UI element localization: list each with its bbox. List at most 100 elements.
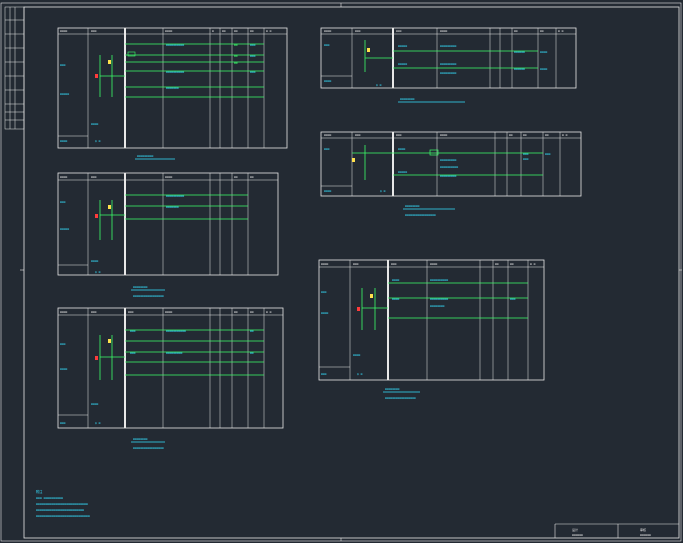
svg-text:▬ ▬: ▬ ▬ — [266, 29, 272, 33]
svg-text:▬▬▬: ▬▬▬ — [130, 329, 136, 333]
panel-schedule-a: ▬▬▬▬▬▬▬▬▬▬▬▬▬▬▬▬▬▬▬ ▬ ▬▬▬▬▬▬▬▬▬▬▬▬▬▬▬▬▬▬… — [57, 27, 288, 160]
svg-text:▬▬: ▬▬ — [540, 29, 544, 33]
panel-schedule-e: ▬▬▬▬▬▬▬▬▬▬▬▬▬▬▬▬▬▬▬▬▬ ▬ ▬▬▬▬▬▬▬▬▬▬▬▬▬▬▬▬… — [320, 131, 582, 217]
svg-text:▬▬▬▬: ▬▬▬▬ — [60, 29, 67, 33]
svg-text:▬▬▬▬▬▬▬▬: ▬▬▬▬▬▬▬▬ — [133, 437, 148, 441]
svg-text:▬▬▬▬▬▬▬▬▬▬▬▬▬▬▬▬▬▬▬▬▬▬▬▬▬▬▬▬: ▬▬▬▬▬▬▬▬▬▬▬▬▬▬▬▬▬▬▬▬▬▬▬▬▬▬▬▬ — [36, 514, 90, 518]
svg-text:▬▬▬▬: ▬▬▬▬ — [392, 297, 399, 301]
svg-text:▬▬▬▬▬▬▬▬▬▬▬▬▬▬▬▬▬: ▬▬▬▬▬▬▬▬▬▬▬▬▬▬▬▬▬ — [385, 396, 416, 400]
title-cell-1: 设计 — [572, 527, 578, 532]
svg-text:▬▬: ▬▬ — [250, 351, 254, 355]
svg-text:▬ ▬: ▬ ▬ — [530, 262, 536, 266]
svg-text:▬▬▬: ▬▬▬ — [250, 70, 256, 74]
svg-text:▬▬▬: ▬▬▬ — [60, 421, 66, 425]
svg-text:▬▬▬▬▬▬▬▬▬: ▬▬▬▬▬▬▬▬▬ — [440, 174, 456, 178]
svg-text:▬▬▬▬: ▬▬▬▬ — [321, 311, 328, 315]
svg-text:▬▬▬▬: ▬▬▬▬ — [60, 310, 67, 314]
svg-text:▬▬▬▬▬▬▬▬▬▬: ▬▬▬▬▬▬▬▬▬▬ — [166, 194, 184, 198]
svg-text:▬▬▬▬: ▬▬▬▬ — [324, 133, 331, 137]
svg-text:▬▬▬▬▬▬▬: ▬▬▬▬▬▬▬ — [166, 205, 179, 209]
svg-text:▬▬▬: ▬▬▬ — [91, 310, 97, 314]
svg-text:▬▬▬▬: ▬▬▬▬ — [353, 353, 360, 357]
svg-text:▬▬▬▬: ▬▬▬▬ — [324, 79, 331, 83]
svg-text:▬▬▬▬▬▬▬▬: ▬▬▬▬▬▬▬▬ — [385, 387, 400, 391]
svg-text:▬▬▬: ▬▬▬ — [60, 63, 66, 67]
svg-text:▬▬▬▬: ▬▬▬▬ — [165, 310, 172, 314]
svg-text:▬▬▬: ▬▬▬ — [321, 290, 327, 294]
svg-text:▬▬▬▬▬▬▬▬▬▬▬▬▬▬▬▬▬: ▬▬▬▬▬▬▬▬▬▬▬▬▬▬▬▬▬ — [405, 213, 436, 217]
svg-text:▬▬▬▬▬▬▬▬▬▬▬: ▬▬▬▬▬▬▬▬▬▬▬ — [166, 329, 186, 333]
svg-text:▬▬▬▬▬▬▬▬▬▬▬▬▬▬▬▬▬▬▬▬▬▬▬▬▬▬▬: ▬▬▬▬▬▬▬▬▬▬▬▬▬▬▬▬▬▬▬▬▬▬▬▬▬▬▬ — [36, 502, 88, 506]
svg-text:▬▬▬▬▬▬▬▬▬▬▬▬▬▬▬▬▬: ▬▬▬▬▬▬▬▬▬▬▬▬▬▬▬▬▬ — [133, 294, 164, 298]
svg-text:▬▬▬▬▬▬▬▬: ▬▬▬▬▬▬▬▬ — [400, 97, 415, 101]
svg-text:▬▬: ▬▬ — [250, 310, 254, 314]
panel-schedule-f: ▬▬▬▬▬▬▬▬▬▬▬▬▬▬▬▬▬▬▬ ▬ ▬▬▬▬▬▬▬▬▬▬▬▬▬▬ ▬▬▬… — [318, 259, 545, 400]
svg-text:▬▬: ▬▬ — [545, 133, 549, 137]
svg-text:▬: ▬ — [212, 29, 214, 33]
svg-text:▬▬▬▬▬▬: ▬▬▬▬▬▬ — [514, 67, 525, 71]
svg-text:▬▬▬: ▬▬▬ — [545, 152, 551, 156]
panel-schedule-d: ▬▬▬▬▬▬▬▬▬▬▬▬▬▬▬▬▬▬▬ ▬ ▬▬▬▬▬▬▬▬▬▬▬▬▬▬▬▬▬▬… — [320, 27, 577, 103]
svg-text:▬▬▬: ▬▬▬ — [250, 54, 256, 58]
svg-text:▬▬: ▬▬ — [250, 329, 254, 333]
svg-text:▬▬: ▬▬ — [234, 43, 238, 47]
svg-text:▬▬▬▬: ▬▬▬▬ — [440, 133, 447, 137]
svg-text:▬▬▬▬▬▬▬▬▬▬: ▬▬▬▬▬▬▬▬▬▬ — [166, 43, 184, 47]
svg-text:▬▬▬: ▬▬▬ — [324, 43, 330, 47]
svg-text:▬▬: ▬▬ — [523, 133, 527, 137]
svg-text:▬▬: ▬▬ — [514, 29, 518, 33]
svg-text:◎ ▬: ◎ ▬ — [376, 83, 382, 87]
svg-text:◎ ▬: ◎ ▬ — [357, 372, 363, 376]
svg-text:▬▬▬▬: ▬▬▬▬ — [540, 50, 547, 54]
svg-text:▬▬▬: ▬▬▬ — [91, 29, 97, 33]
svg-text:◎ ▬: ◎ ▬ — [95, 270, 101, 274]
svg-text:▬▬▬: ▬▬▬ — [355, 29, 361, 33]
svg-text:▬▬▬▬: ▬▬▬▬ — [430, 262, 437, 266]
svg-text:▬▬▬▬: ▬▬▬▬ — [398, 147, 405, 151]
svg-text:▬▬▬: ▬▬▬ — [391, 262, 397, 266]
left-title-strip — [4, 6, 25, 130]
svg-text:▬▬▬▬: ▬▬▬▬ — [321, 262, 328, 266]
svg-text:▬▬▬▬: ▬▬▬▬ — [540, 67, 547, 71]
svg-text:▬▬▬: ▬▬▬ — [60, 342, 66, 346]
svg-text:▬▬▬: ▬▬▬ — [523, 157, 529, 161]
svg-text:▬▬▬▬▬: ▬▬▬▬▬ — [398, 62, 407, 66]
svg-text:▬▬▬: ▬▬▬ — [250, 43, 256, 47]
svg-text:▬▬: ▬▬ — [495, 262, 499, 266]
svg-text:▬▬▬: ▬▬▬ — [130, 351, 136, 355]
svg-text:▬▬▬▬▬▬▬▬▬: ▬▬▬▬▬▬▬▬▬ — [137, 154, 153, 158]
svg-text:▬▬▬: ▬▬▬ — [321, 372, 327, 376]
svg-text:◎ ▬: ◎ ▬ — [95, 421, 101, 425]
svg-text:▬▬▬▬: ▬▬▬▬ — [165, 175, 172, 179]
drawing-notes: 附注 ▬▬▬ ▬▬▬▬▬▬▬▬▬▬ ▬▬▬▬▬▬▬▬▬▬▬▬▬▬▬▬▬▬▬▬▬▬… — [36, 489, 90, 518]
svg-text:▬▬▬▬: ▬▬▬▬ — [440, 29, 447, 33]
svg-text:▬▬▬▬▬: ▬▬▬▬▬ — [398, 170, 407, 174]
svg-text:▬▬▬: ▬▬▬ — [60, 200, 66, 204]
svg-text:▬▬▬▬▬▬▬▬: ▬▬▬▬▬▬▬▬ — [133, 285, 148, 289]
svg-text:▬▬▬▬: ▬▬▬▬ — [324, 29, 331, 33]
svg-text:▬▬: ▬▬ — [510, 262, 514, 266]
svg-text:▬▬▬▬: ▬▬▬▬ — [60, 175, 67, 179]
svg-text:▬▬▬▬▬▬▬▬▬▬: ▬▬▬▬▬▬▬▬▬▬ — [166, 70, 184, 74]
svg-text:▬▬▬▬▬▬▬: ▬▬▬▬▬▬▬ — [166, 86, 179, 90]
svg-text:▬▬▬: ▬▬▬ — [510, 297, 516, 301]
svg-text:▬▬▬▬▬▬▬▬▬: ▬▬▬▬▬▬▬▬▬ — [440, 44, 456, 48]
svg-text:▬▬: ▬▬ — [234, 61, 238, 65]
panel-schedule-c: ▬▬▬▬▬▬▬▬▬▬▬▬▬▬▬▬▬▬▬ ▬ ▬▬▬▬▬▬▬▬▬▬▬▬▬▬▬▬▬▬… — [57, 307, 284, 450]
svg-text:▬ ▬: ▬ ▬ — [266, 310, 272, 314]
svg-text:▬▬▬: ▬▬▬ — [91, 175, 97, 179]
svg-text:▬▬▬▬▬▬▬▬▬▬▬▬▬▬▬▬▬: ▬▬▬▬▬▬▬▬▬▬▬▬▬▬▬▬▬ — [133, 446, 164, 450]
svg-text:▬▬▬▬: ▬▬▬▬ — [91, 259, 98, 263]
svg-text:▬▬▬▬▬▬▬▬▬: ▬▬▬▬▬▬▬▬▬ — [166, 351, 182, 355]
svg-text:▬▬▬▬▬: ▬▬▬▬▬ — [60, 92, 69, 96]
svg-text:▬▬: ▬▬ — [222, 29, 226, 33]
notes-heading: 附注 — [36, 489, 43, 494]
title-cell-2: 审核 — [640, 527, 646, 532]
svg-text:▬▬▬▬▬▬: ▬▬▬▬▬▬ — [572, 533, 583, 537]
svg-text:▬▬▬▬▬▬: ▬▬▬▬▬▬ — [640, 533, 651, 537]
svg-text:▬▬▬▬: ▬▬▬▬ — [324, 189, 331, 193]
svg-text:▬▬▬▬▬: ▬▬▬▬▬ — [398, 44, 407, 48]
svg-text:▬▬▬▬▬▬▬▬▬▬: ▬▬▬▬▬▬▬▬▬▬ — [430, 278, 448, 282]
svg-text:▬▬▬▬: ▬▬▬▬ — [60, 367, 67, 371]
